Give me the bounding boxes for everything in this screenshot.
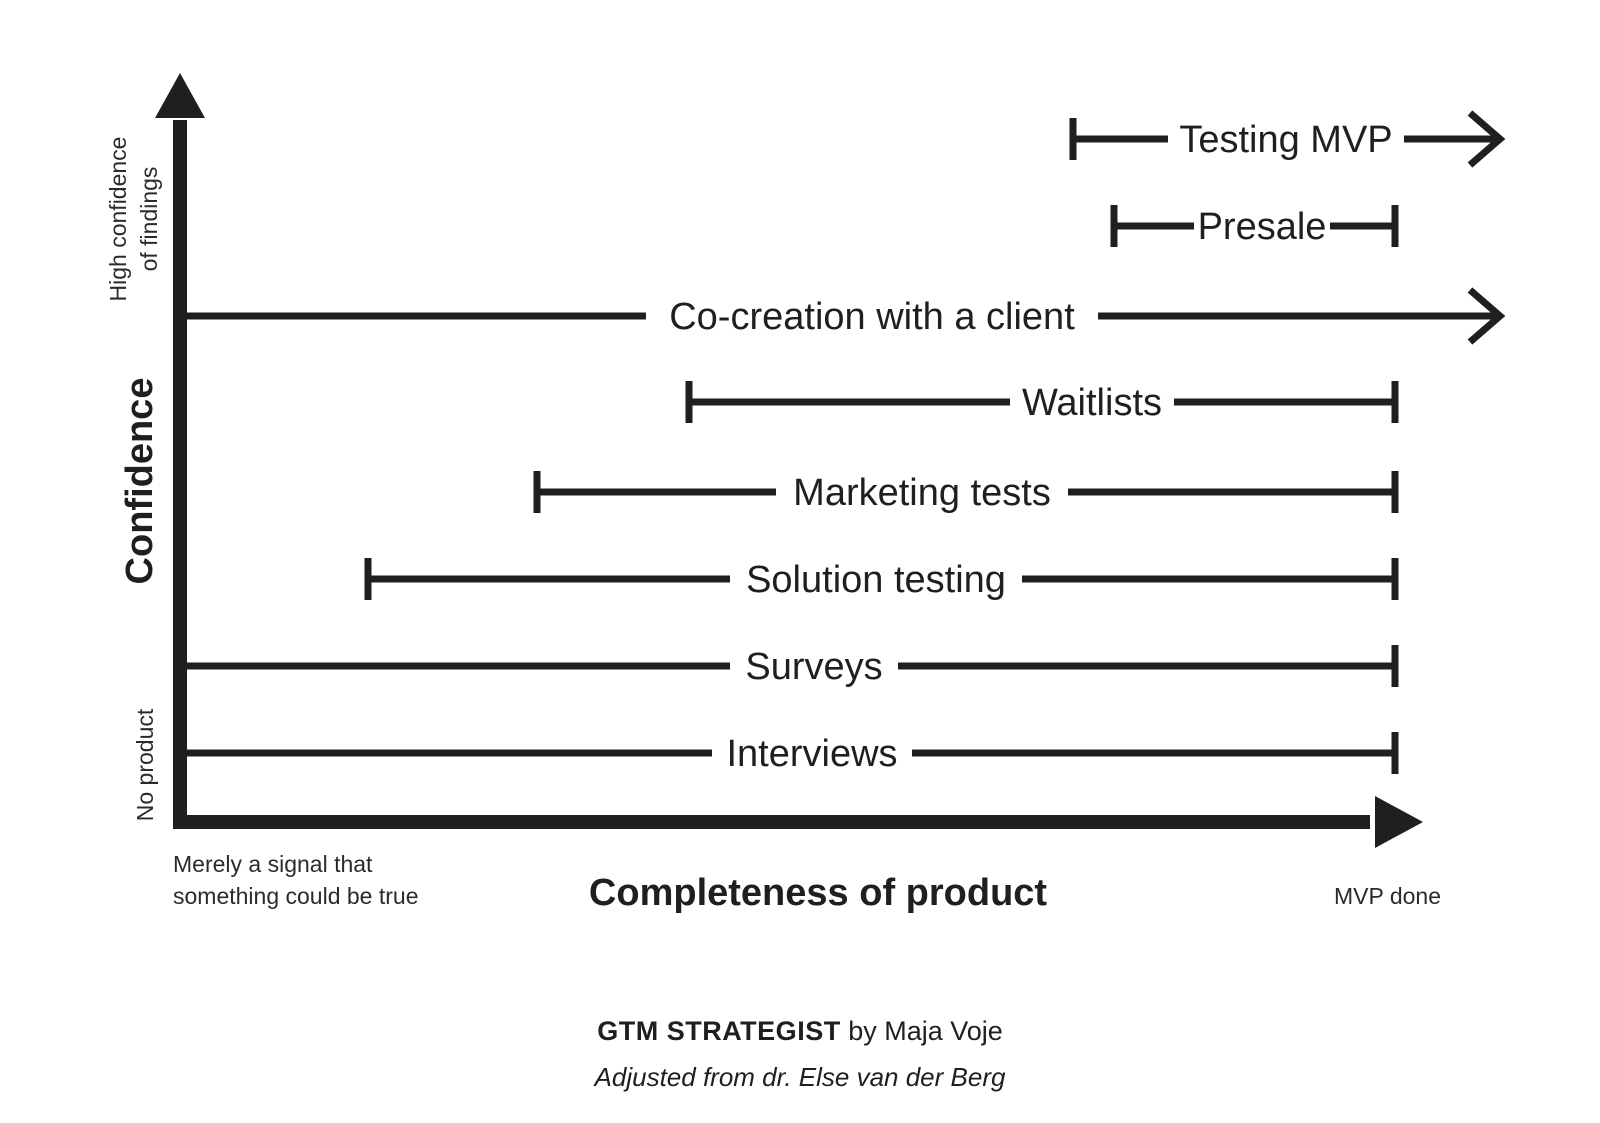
brand-name: GTM STRATEGIST (597, 1016, 841, 1046)
byline: by Maja Voje (840, 1016, 1003, 1046)
lane-end-arrowhead (1467, 287, 1506, 345)
y-axis-low-note: No product (132, 708, 158, 821)
lane-end-arrowhead (1467, 110, 1506, 168)
lane-presale: Presale (1110, 205, 1399, 248)
lane-testing-mvp: Testing MVP (1069, 110, 1506, 168)
lane-marketing-tests: Marketing tests (533, 471, 1399, 514)
x-axis-left-note-line2: something could be true (173, 883, 419, 909)
credit-line: GTM STRATEGIST by Maja Voje (0, 1016, 1600, 1047)
lane-surveys: Surveys (180, 645, 1399, 688)
lane-label: Co-creation with a client (669, 296, 1075, 338)
lane-label: Waitlists (1022, 382, 1162, 424)
lane-label: Testing MVP (1179, 119, 1392, 161)
x-axis-right-note: MVP done (1334, 883, 1441, 909)
lane-label: Interviews (726, 733, 897, 775)
lane-solution-testing: Solution testing (364, 558, 1399, 601)
adjusted-from-note: Adjusted from dr. Else van der Berg (594, 1062, 1006, 1092)
x-axis-arrowhead (1375, 796, 1423, 848)
y-axis-high-note-line2: of findings (136, 167, 162, 272)
lane-waitlists: Waitlists (685, 381, 1399, 424)
x-axis-title: Completeness of product (589, 872, 1047, 914)
lane-co-creation-with-a-client: Co-creation with a client (180, 287, 1506, 345)
confidence-completeness-diagram: Confidence High confidence of findings N… (105, 73, 1506, 914)
lane-label: Surveys (745, 646, 882, 688)
lane-label: Marketing tests (793, 472, 1051, 514)
x-axis-left-note-line1: Merely a signal that (173, 851, 373, 877)
y-axis-arrowhead (155, 73, 205, 118)
y-axis-high-note-line1: High confidence (105, 137, 131, 302)
lane-label: Solution testing (746, 559, 1006, 601)
lane-interviews: Interviews (180, 732, 1399, 775)
y-axis-title: Confidence (119, 378, 161, 585)
lane-label: Presale (1198, 206, 1327, 248)
